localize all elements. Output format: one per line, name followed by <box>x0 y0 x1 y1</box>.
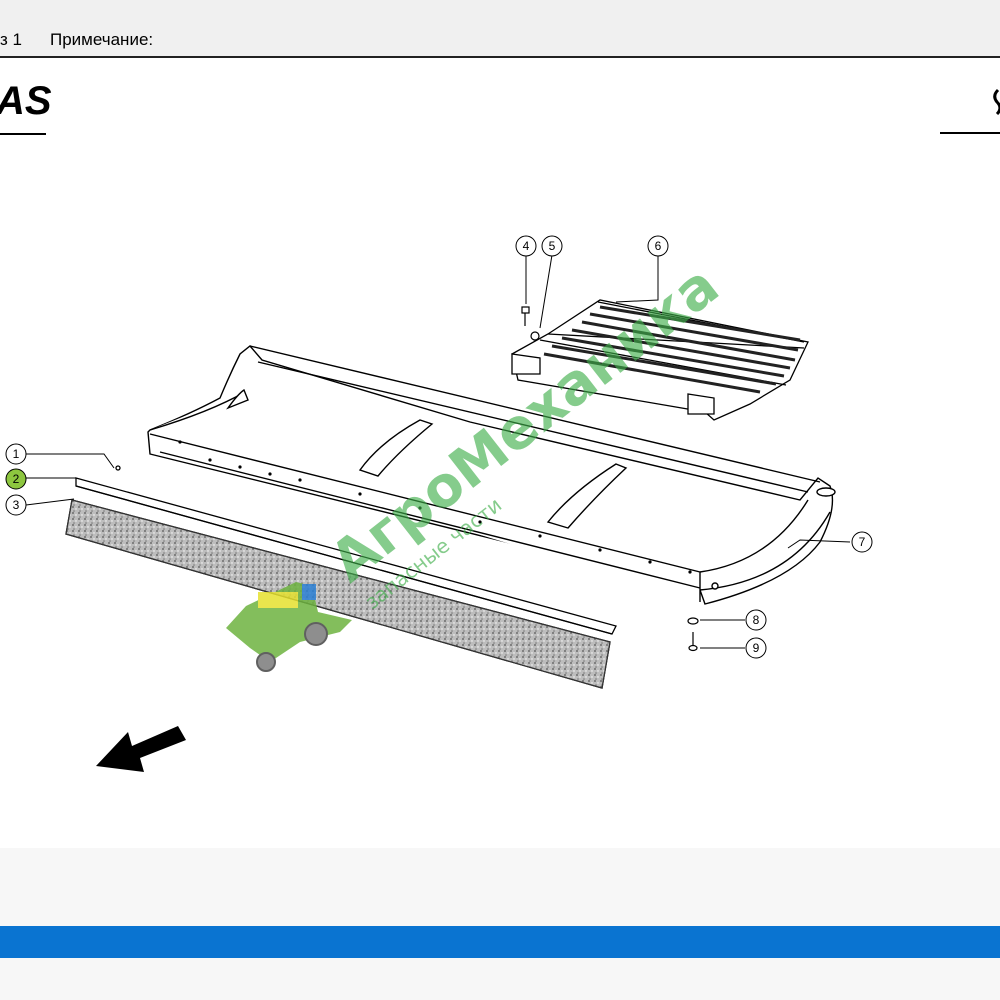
accent-bar <box>0 926 1000 958</box>
exploded-parts-drawing: AS <box>0 79 1000 772</box>
callout-2[interactable]: 2 <box>5 468 27 490</box>
callout-6[interactable]: 6 <box>647 235 669 257</box>
sieve-grate-part <box>511 299 809 421</box>
svg-text:8: 8 <box>753 613 760 627</box>
callout-3[interactable]: 3 <box>5 494 27 516</box>
svg-text:1: 1 <box>13 447 20 461</box>
callout-7[interactable]: 7 <box>851 531 873 553</box>
sealing-strip-parts <box>65 465 617 689</box>
note-label: Примечание: <box>50 30 154 49</box>
main-frame-part <box>147 345 836 605</box>
svg-text:6: 6 <box>655 239 662 253</box>
callout-1[interactable]: 1 <box>5 443 27 465</box>
svg-text:3: 3 <box>13 498 20 512</box>
callout-4[interactable]: 4 <box>515 235 537 257</box>
callout-8[interactable]: 8 <box>745 609 767 631</box>
bolt-washer-parts <box>521 306 540 341</box>
brand-logo: AS <box>0 79 52 135</box>
svg-text:4: 4 <box>523 239 530 253</box>
nut-bolt-parts <box>687 617 699 652</box>
leader-lines <box>24 254 851 649</box>
page-indicator: з 1 <box>0 30 22 49</box>
top-toolbar: з 1 Примечание: <box>0 0 1000 56</box>
travel-direction-arrow-icon <box>96 726 186 772</box>
part-callouts: 1 2 3 4 5 6 7 <box>5 235 873 659</box>
brand-logo-text: AS <box>0 79 52 123</box>
svg-text:2: 2 <box>13 472 20 486</box>
svg-text:5: 5 <box>549 239 556 253</box>
combine-harvester-icon <box>226 582 352 672</box>
status-area <box>0 848 1000 926</box>
svg-text:7: 7 <box>859 535 866 549</box>
callout-5[interactable]: 5 <box>541 235 563 257</box>
parts-diagram-viewer[interactable]: AS <box>0 56 1000 850</box>
svg-text:9: 9 <box>753 641 760 655</box>
sheet-number-corner <box>940 88 1000 134</box>
callout-9[interactable]: 9 <box>745 637 767 659</box>
bottom-strip <box>0 958 1000 1000</box>
